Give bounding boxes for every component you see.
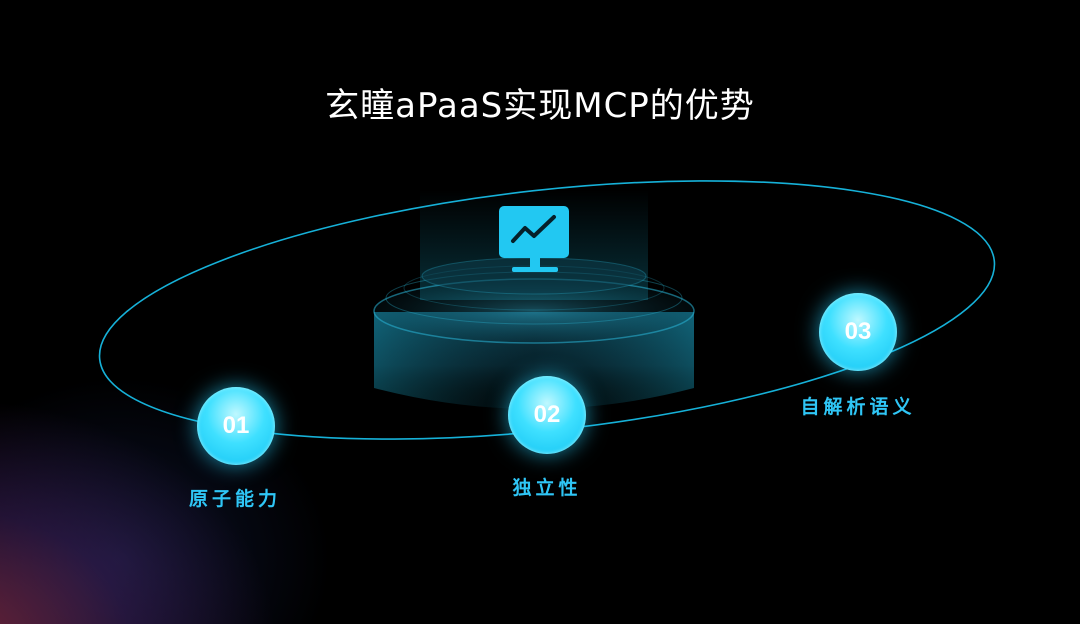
point-label-01: 原子能力 <box>188 488 281 510</box>
point-label-02: 独立性 <box>512 477 582 499</box>
page-title: 玄瞳aPaaS实现MCP的优势 <box>325 86 755 126</box>
point-node-03: 03 <box>819 293 897 371</box>
chart-monitor-icon <box>499 206 569 272</box>
point-node-02: 02 <box>508 376 586 454</box>
point-node-01: 01 <box>197 387 275 465</box>
point-label-03: 自解析语义 <box>800 396 916 418</box>
